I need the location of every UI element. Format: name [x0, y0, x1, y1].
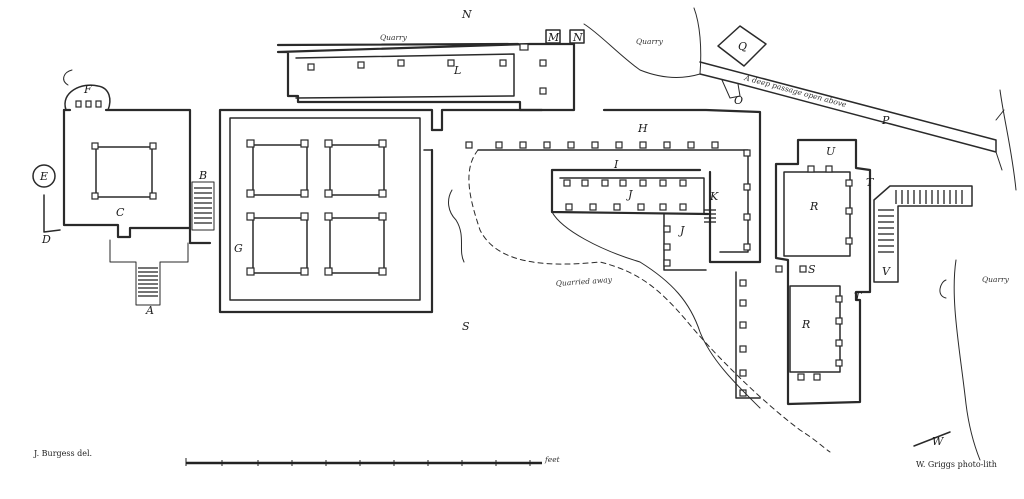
- label-n-small: N: [572, 31, 583, 44]
- credit-drawn-by: J. Burgess del.: [33, 449, 92, 458]
- label-n-north: N: [461, 8, 472, 21]
- annotations: Quarry Quarry Quarry Quarried away A dee…: [380, 33, 1010, 288]
- steps-b: [191, 181, 215, 231]
- lower-corridor: [735, 271, 761, 399]
- label-l: L: [453, 64, 461, 77]
- north-arrow: [913, 431, 951, 447]
- steps-a: [138, 267, 158, 297]
- credit-lithograph: W. Griggs photo-lith: [916, 460, 997, 469]
- label-t2: T: [854, 290, 863, 303]
- label-g: G: [234, 242, 243, 255]
- chamber-e: [32, 164, 56, 188]
- label-r2: R: [801, 318, 810, 331]
- label-s1: S: [462, 320, 470, 333]
- label-s2: S: [808, 263, 816, 276]
- label-o: O: [734, 94, 743, 107]
- label-e: E: [39, 170, 48, 183]
- label-j2: J: [678, 224, 685, 237]
- label-i: I: [613, 158, 619, 171]
- scale-unit-label: feet: [544, 455, 561, 464]
- steps-k: [704, 209, 716, 223]
- hall-j: [559, 177, 707, 271]
- steps-v: [873, 185, 973, 283]
- note-quarry-ne: Quarry: [636, 37, 664, 46]
- quarry-edges: [583, 7, 1017, 461]
- label-a: A: [145, 304, 154, 317]
- label-d: D: [41, 233, 51, 246]
- scale-bar: feet: [185, 455, 561, 466]
- hall-r-upper: [774, 138, 872, 406]
- room-labels: A B C D E F G H I J J K L M N N O P Q R …: [39, 8, 945, 448]
- label-t1: T: [866, 176, 875, 189]
- label-m: M: [547, 31, 560, 44]
- quarried-boundary: [448, 149, 831, 453]
- hall-h: [430, 108, 762, 264]
- label-r1: R: [809, 200, 818, 213]
- hall-g: [218, 108, 434, 314]
- label-j1: J: [626, 188, 633, 201]
- label-w: W: [932, 435, 945, 448]
- label-v: V: [882, 265, 891, 278]
- note-quarried-away: Quarried away: [556, 275, 613, 288]
- note-deep-passage: A deep passage open above: [743, 73, 848, 109]
- label-q: Q: [738, 40, 747, 53]
- label-c: C: [116, 206, 125, 219]
- shrine-f: [63, 69, 111, 111]
- hall-g-pillars: [246, 139, 387, 276]
- label-u: U: [826, 145, 836, 158]
- hall-c: [43, 108, 212, 306]
- label-p: P: [881, 114, 890, 127]
- label-k: K: [709, 190, 719, 203]
- label-b: B: [198, 169, 207, 182]
- hall-l: [276, 29, 585, 112]
- note-quarry-top: Quarry: [380, 33, 408, 42]
- hall-h-pillars: [465, 141, 751, 251]
- note-quarry-e: Quarry: [982, 275, 1010, 284]
- label-f: F: [83, 83, 92, 96]
- passage-p: [699, 25, 1005, 171]
- hall-r-lower: [775, 265, 843, 381]
- label-h: H: [637, 122, 648, 135]
